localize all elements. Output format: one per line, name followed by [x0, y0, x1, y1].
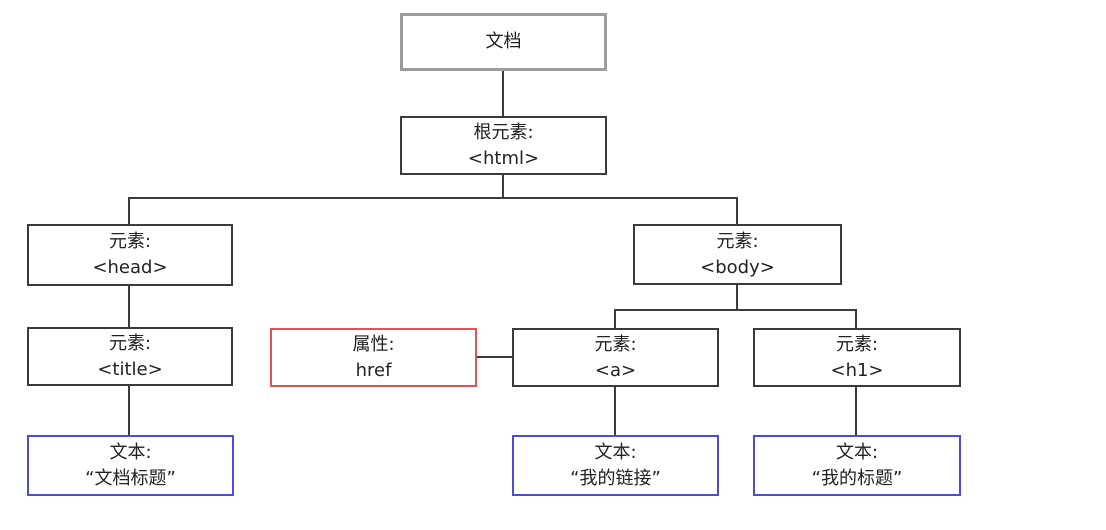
node-h1-label: 元素: [835, 333, 879, 355]
connector-document-html [502, 71, 504, 116]
connector-href-a [477, 356, 512, 358]
node-head-label: 元素: [108, 231, 152, 252]
connector-branch-body-children [614, 309, 857, 311]
node-element-a: 元素: <a> [512, 328, 719, 387]
node-document-label: 文档 [485, 31, 522, 52]
connector-h1-text [855, 387, 857, 435]
connector-body-branch [736, 285, 738, 309]
node-body-value: <body> [700, 256, 775, 278]
node-text-document-title: 文本: “文档标题” [27, 435, 234, 496]
connector-branch-to-head [128, 199, 130, 224]
node-text-link-label: 文本: [594, 441, 637, 463]
node-text-my-heading: 文本: “我的标题” [753, 435, 961, 496]
connector-html-branch [502, 175, 504, 199]
node-element-h1: 元素: <h1> [753, 328, 961, 387]
node-h1-value: <h1> [830, 359, 884, 381]
connector-branch-to-a [614, 311, 616, 328]
node-document: 文档 [400, 13, 607, 71]
node-href-value: href [355, 359, 392, 381]
node-root-element-html: 根元素: <html> [400, 116, 607, 175]
node-attribute-href: 属性: href [270, 328, 477, 387]
connector-a-text [614, 387, 616, 435]
connector-branch-html-children [128, 197, 738, 199]
node-html-label: 根元素: [473, 121, 534, 143]
node-href-label: 属性: [352, 333, 395, 355]
connector-title-text [128, 386, 130, 435]
node-element-body: 元素: <body> [633, 224, 842, 285]
node-text-h1-value: “我的标题” [811, 467, 903, 489]
node-html-value: <html> [467, 147, 540, 169]
node-element-title: 元素: <title> [27, 327, 233, 386]
connector-branch-to-body [736, 199, 738, 224]
node-element-head: 元素: <head> [27, 224, 233, 286]
node-head-value: <head> [92, 257, 168, 278]
connector-head-title [128, 286, 130, 327]
node-a-value: <a> [594, 359, 637, 381]
node-text-my-link: 文本: “我的链接” [512, 435, 719, 496]
node-text-link-value: “我的链接” [570, 467, 661, 489]
connector-branch-to-h1 [855, 311, 857, 328]
node-title-label: 元素: [108, 332, 152, 354]
node-body-label: 元素: [716, 230, 759, 252]
node-text-h1-label: 文本: [835, 441, 879, 463]
node-text-title-label: 文本: [109, 441, 152, 463]
node-a-label: 元素: [594, 333, 637, 355]
node-title-value: <title> [97, 358, 163, 380]
node-text-title-value: “文档标题” [85, 467, 176, 489]
